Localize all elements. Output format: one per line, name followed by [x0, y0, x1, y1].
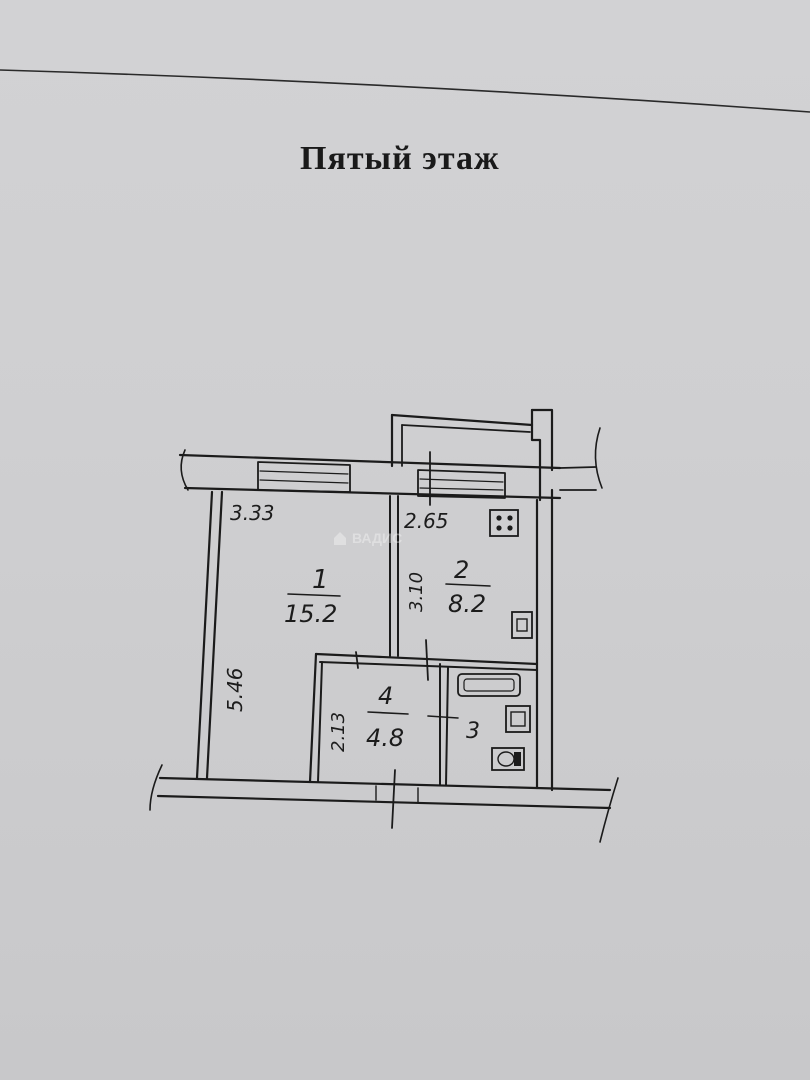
room-1-number: 1: [312, 565, 329, 595]
room-4-area: 4.8: [366, 724, 404, 752]
room-2-number: 2: [454, 556, 469, 584]
room-4-number: 4: [378, 682, 393, 710]
bathtub-icon: [457, 673, 521, 697]
room-3-number: 3: [466, 719, 480, 744]
exterior-wall-right: [530, 408, 554, 792]
dimension-room-1-width: 3.33: [230, 501, 275, 525]
dimension-room-1-length: 5.46: [223, 667, 247, 712]
toilet-icon: [491, 747, 525, 771]
watermark: ВАДИС: [332, 530, 402, 546]
page-title: Пятый этаж: [300, 140, 500, 177]
dimension-room-2-length: 3.10: [406, 572, 427, 612]
room-1-label: 1 15.2: [284, 565, 341, 628]
balcony: [390, 413, 534, 468]
room-2-area: 8.2: [448, 590, 486, 618]
exterior-wall-top: [178, 427, 603, 500]
home-icon: [334, 532, 346, 545]
room-4-label: 4 4.8: [366, 682, 409, 752]
room-3-label: 3: [427, 715, 480, 744]
partition-wall-1-2: [389, 495, 399, 657]
bathroom-sink-icon: [505, 705, 531, 733]
stove-icon: [489, 509, 519, 537]
room-2-label: 2 8.2: [445, 556, 491, 618]
window-room-2: [417, 451, 506, 506]
exterior-wall-bottom: [149, 764, 619, 843]
kitchen-sink-icon: [511, 611, 533, 639]
dimension-room-2-width: 2.65: [404, 509, 449, 533]
bathroom-block: [308, 639, 539, 786]
room-1-area: 15.2: [284, 600, 337, 628]
interior-wall-left: [195, 490, 224, 780]
watermark-text: ВАДИС: [352, 530, 403, 546]
window-room-1: [257, 461, 351, 493]
dimension-room-4-length: 2.13: [328, 712, 349, 752]
page-edge-line: [0, 69, 810, 113]
